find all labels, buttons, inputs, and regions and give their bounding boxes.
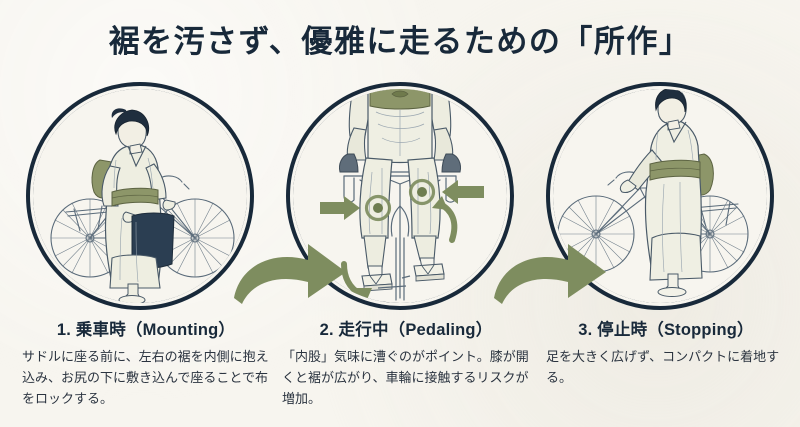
page-title: 裾を汚さず、優雅に走るための「所作」 — [108, 24, 692, 59]
pedal-rotation-arrow-left — [341, 261, 363, 297]
caption-stopping: 3. 停止時（Stopping） 足を大きく広げず、コンパクトに着地する。 — [538, 316, 794, 388]
knee-marker-right — [408, 178, 436, 206]
caption-row: 1. 乗車時（Mounting） サドルに座る前に、左右の裾を内側に抱え込み、お… — [0, 316, 800, 421]
inward-arrow-left — [320, 196, 360, 220]
inward-arrow-right — [442, 180, 484, 204]
caption-mounting: 1. 乗車時（Mounting） サドルに座る前に、左右の裾を内側に抱え込み、お… — [18, 316, 274, 409]
caption-heading: 1. 乗車時（Mounting） — [56, 321, 236, 339]
panel-mounting — [26, 82, 254, 310]
caption-body: 足を大きく広げず、コンパクトに着地する。 — [546, 349, 780, 386]
caption-body: 「内股」気味に漕ぐのがポイント。膝が開くと裾が広がり、車輪に接触するリスクが増加… — [282, 349, 529, 407]
connector-arrow-2-to-3 — [492, 232, 612, 312]
caption-heading: 3. 停止時（Stopping） — [578, 321, 754, 339]
knee-marker-left — [364, 194, 392, 222]
caption-heading: 2. 走行中（Pedaling） — [319, 321, 493, 339]
panel-row — [0, 82, 800, 310]
connector-arrow-1-to-2 — [232, 232, 352, 312]
illustration-mounting — [32, 88, 248, 304]
caption-body: サドルに座る前に、左右の裾を内側に抱え込み、お尻の下に敷き込んで座ることで布をロ… — [22, 349, 269, 407]
caption-pedaling: 2. 走行中（Pedaling） 「内股」気味に漕ぐのがポイント。膝が開くと裾が… — [278, 316, 534, 409]
panel-pedaling — [286, 82, 514, 310]
